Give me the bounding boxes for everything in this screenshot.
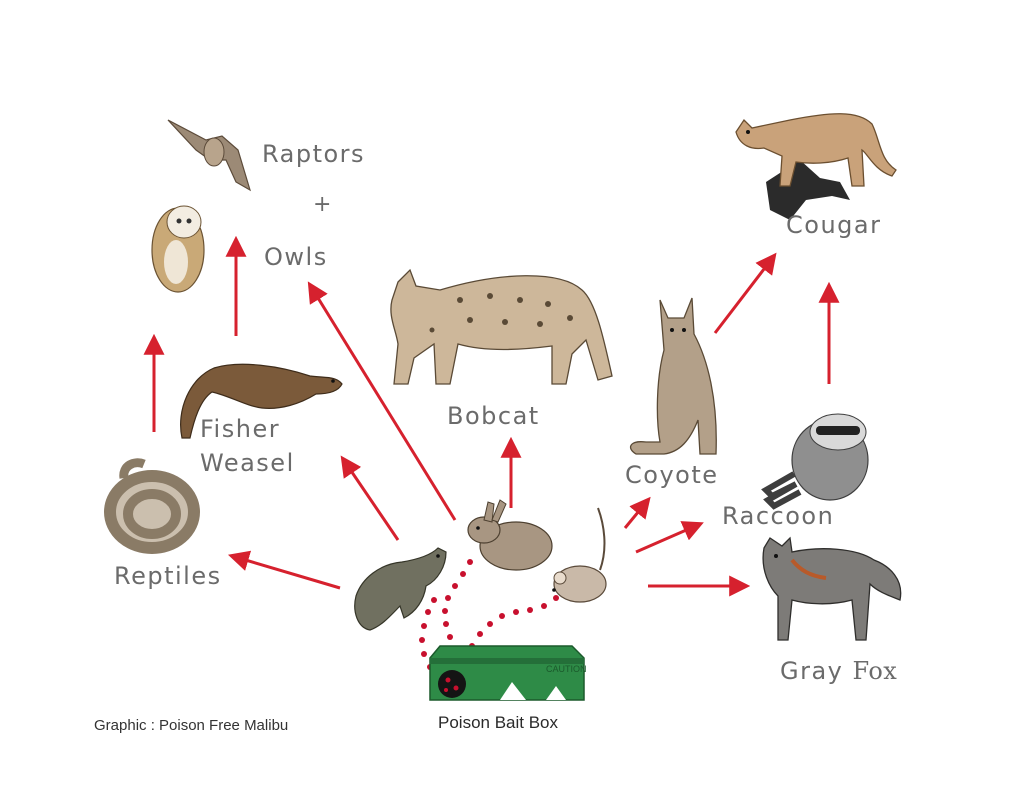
label-gray: Gray — [780, 657, 844, 685]
mouse-illustration — [552, 507, 607, 603]
label-fox: Fox — [852, 657, 898, 685]
weasel-illustration — [180, 363, 343, 439]
label-fisher: Fisher — [200, 415, 281, 443]
arrow-coyote-to-cougar — [713, 252, 777, 334]
arrow-mouse-to-coyote — [623, 496, 651, 529]
label-bobcat: Bobcat — [447, 402, 540, 430]
label-plus: + — [313, 192, 333, 217]
label-coyote: Coyote — [625, 461, 719, 489]
label-reptiles: Reptiles — [114, 562, 222, 590]
box-caution-text: CAUTION — [546, 664, 587, 674]
food-chain-arrows — [143, 235, 840, 597]
label-raccoon: Raccoon — [722, 502, 835, 530]
squirrel-illustration — [354, 547, 447, 631]
raccoon-illustration — [761, 413, 869, 510]
owl-illustration — [151, 205, 205, 293]
raptor-illustration — [167, 119, 252, 192]
label-weasel: Weasel — [200, 449, 295, 477]
snake-illustration — [104, 458, 200, 554]
arrow-squirrel-to-reptiles — [227, 550, 341, 590]
bobcat-illustration — [390, 268, 613, 385]
label-raptors: Raptors — [262, 140, 366, 168]
label-poison-bait-box: Poison Bait Box — [438, 713, 559, 732]
arrow-mouse-to-raccoon — [635, 521, 704, 554]
graphic-credit: Graphic : Poison Free Malibu — [94, 717, 289, 734]
poison-bait-box: CAUTION — [429, 645, 587, 701]
label-cougar: Cougar — [786, 211, 882, 239]
gray-fox-illustration — [762, 536, 902, 641]
label-gray-fox: Gray Fox — [780, 659, 897, 683]
arrow-squirrel-to-weasel — [340, 455, 400, 541]
cougar-illustration — [735, 113, 897, 220]
rabbit-illustration — [467, 499, 553, 571]
label-owls: Owls — [264, 243, 328, 271]
arrow-rodent-to-owls — [307, 281, 457, 521]
coyote-illustration — [629, 297, 717, 455]
